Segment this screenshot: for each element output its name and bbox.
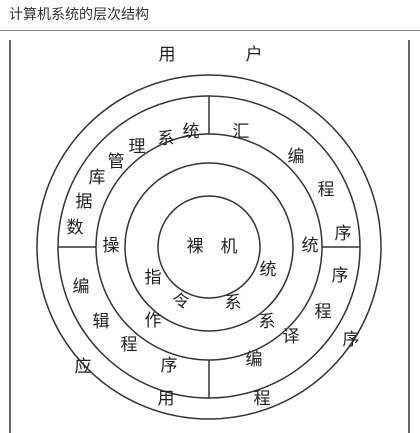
- assembler-char-1: 汇: [233, 122, 250, 142]
- os-char-4: 统: [302, 236, 319, 256]
- isa-char-3: 系: [225, 293, 242, 313]
- isa-char-2: 令: [173, 292, 190, 312]
- os-char-2: 作: [145, 311, 162, 331]
- editor-char-2: 辑: [93, 312, 110, 332]
- os-char-1: 操: [103, 236, 120, 256]
- isa-char-1: 指: [145, 268, 162, 288]
- core-char-1: 裸: [187, 237, 204, 257]
- assembler-char-3: 程: [318, 180, 335, 200]
- page-title: 计算机系统的层次结构: [9, 7, 149, 23]
- dbms-char-7: 数: [67, 218, 84, 238]
- editor-char-3: 程: [121, 335, 138, 355]
- core-char-2: 机: [221, 237, 238, 257]
- outer-top-char-1: 用: [159, 45, 176, 65]
- editor-char-1: 编: [73, 277, 90, 297]
- compiler-char-4: 编: [246, 350, 263, 370]
- assembler-char-2: 编: [288, 147, 305, 167]
- dbms-char-3: 理: [129, 137, 146, 157]
- app-left-char: 应: [75, 357, 92, 377]
- dbms-char-4: 管: [108, 152, 125, 172]
- dbms-char-1: 系: [158, 129, 175, 149]
- os-layer-circle: [124, 162, 294, 332]
- dbms-char-2: 统: [183, 122, 200, 142]
- outer-top-char-2: 户: [246, 45, 263, 65]
- isa-char-4: 统: [260, 260, 277, 280]
- outer-bottom-char-1: 用: [158, 389, 175, 409]
- editor-char-4: 序: [161, 356, 178, 376]
- hardware-core-circle: [157, 195, 261, 299]
- header-divider: [0, 30, 420, 31]
- compiler-char-3: 译: [283, 327, 300, 347]
- outer-bottom-char-2: 程: [254, 389, 271, 409]
- dbms-char-5: 库: [89, 168, 106, 188]
- app-right-char: 序: [343, 330, 360, 350]
- dbms-char-6: 据: [76, 192, 93, 212]
- assembler-char-4: 序: [335, 224, 352, 244]
- compiler-char-2: 程: [315, 302, 332, 322]
- compiler-char-1: 序: [332, 266, 349, 286]
- user-layer-circle: [36, 74, 382, 420]
- os-char-3: 系: [259, 312, 276, 332]
